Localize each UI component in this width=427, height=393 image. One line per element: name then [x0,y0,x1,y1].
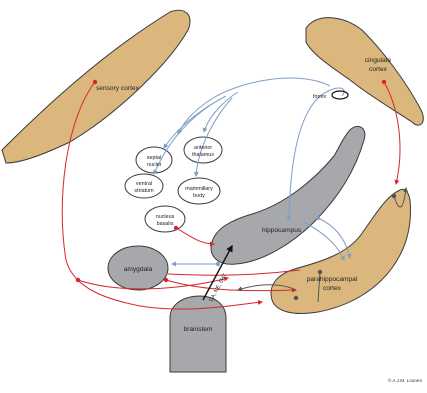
septal-label-line2: nuclei [147,162,161,168]
nucleus-basalis-label-line2: basalis [157,221,174,227]
brainstem-label: brainstem [184,326,213,333]
copyright-text: © A.J.M. Loonen [388,377,422,383]
cingulate-label-line2: cortex [369,66,388,73]
transmitters-label: DA, NE, 5HT [208,272,228,303]
ventral-label-line1: ventral [136,181,152,187]
fornix-label: fornix [313,94,326,100]
mammillary-label-line2: body [193,193,205,199]
hippocampus-label: hippocampus [262,227,302,234]
parahippocampal-label-line2: cortex [323,285,342,292]
nucleus-basalis-label-line1: nucleus [156,214,175,220]
sensory-cortex-label: sensory cortex [96,85,140,92]
fornix-curl [332,91,348,99]
cingulate-label-line1: cingulate [365,57,392,64]
hippocampus-shape [211,126,365,264]
amygdala-label: amygdala [124,266,153,273]
cingulate-cortex-shape [306,18,423,126]
anterior-label-line1: anterior [194,145,212,151]
parahippocampal-label-line1: parahippocampal [307,276,358,283]
ventral-label-line2: striatum [134,188,154,194]
anterior-label-line2: thalamus [192,152,214,158]
septal-label-line1: septal [147,155,161,161]
mammillary-label-line1: mammillary [185,186,213,192]
